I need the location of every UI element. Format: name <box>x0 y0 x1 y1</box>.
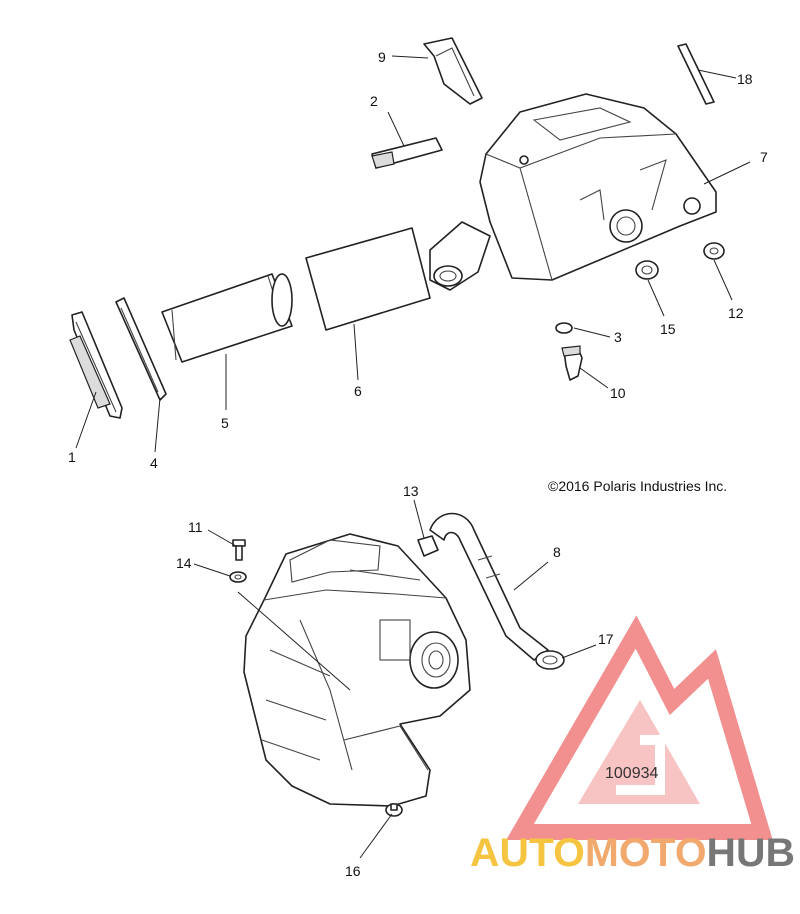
part-18-rod <box>677 43 715 105</box>
callout-9: 9 <box>378 49 386 65</box>
callout-5: 5 <box>221 415 229 431</box>
part-1-airbox-cover <box>69 311 123 419</box>
part-14-washer <box>229 571 247 583</box>
watermark-text: AUTOMOTOHUB <box>470 831 795 875</box>
callout-10: 10 <box>610 385 626 401</box>
watermark-auto: AUTO <box>470 831 585 875</box>
part-17-hose-clamp <box>535 650 565 670</box>
part-15-grommet <box>635 260 659 280</box>
callout-15: 15 <box>660 321 676 337</box>
callout-numbers: 1 2 3 4 5 6 7 8 9 10 11 12 13 14 15 16 1… <box>68 49 768 879</box>
svg-text:AUTOMOTOHUB: AUTOMOTOHUB <box>470 831 795 875</box>
leader-lines <box>75 55 751 859</box>
callout-1: 1 <box>68 449 76 465</box>
part-13-clamp <box>417 535 439 557</box>
watermark-logo-icon <box>506 615 773 840</box>
part-5-air-filter <box>161 273 293 363</box>
callout-7: 7 <box>760 149 768 165</box>
callout-11: 11 <box>188 519 203 535</box>
part-10-drain-valve <box>561 345 583 381</box>
part-12-grommet <box>703 242 725 260</box>
callout-2: 2 <box>370 93 378 109</box>
callout-8: 8 <box>553 544 561 560</box>
callout-12: 12 <box>728 305 744 321</box>
watermark-hub: HUB <box>707 831 795 875</box>
part-16-screw <box>385 803 403 817</box>
part-3-o-ring <box>555 322 573 334</box>
engine-housing <box>243 533 471 807</box>
callout-3: 3 <box>614 329 622 345</box>
part-2-strap <box>371 137 443 169</box>
callout-17: 17 <box>598 631 614 647</box>
part-6-pre-filter <box>305 227 431 331</box>
part-4-gasket <box>115 297 167 401</box>
callout-18: 18 <box>737 71 753 87</box>
callout-4: 4 <box>150 455 158 471</box>
callout-16: 16 <box>345 863 361 879</box>
part-7-airbox-housing <box>429 93 717 291</box>
part-11-bolt <box>232 539 246 561</box>
callout-6: 6 <box>354 383 362 399</box>
watermark-moto: MOTO <box>585 831 707 875</box>
diagram-id: 100934 <box>605 765 658 782</box>
part-9-bracket <box>423 37 483 105</box>
callout-13: 13 <box>403 483 419 499</box>
copyright-notice: ©2016 Polaris Industries Inc. <box>548 478 727 494</box>
callout-14: 14 <box>176 555 192 571</box>
